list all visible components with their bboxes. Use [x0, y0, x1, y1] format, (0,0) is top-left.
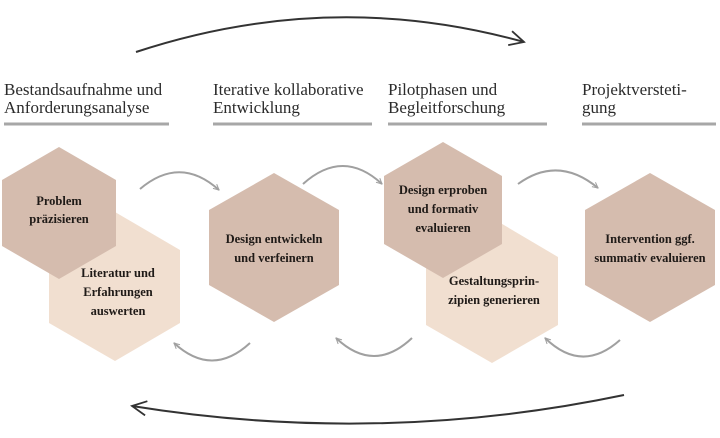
- phase-2-line2: Entwicklung: [213, 98, 300, 117]
- phase-heading-1: Bestandsaufnahme und Anforderungsanalyse: [4, 80, 169, 126]
- hex-intervention-line1: Intervention ggf.: [605, 232, 695, 246]
- arrow-forward-3: [517, 169, 598, 189]
- bottom-cycle-arrow: [132, 394, 625, 425]
- arrow-back-3: [545, 338, 621, 358]
- arrow-forward-2: [302, 165, 382, 184]
- phase-heading-4: Projektversteti- gung: [582, 80, 716, 126]
- phase-heading-3: Pilotphasen und Begleitforschung: [388, 80, 547, 126]
- hex-design-erproben-line1: Design erproben: [399, 183, 487, 197]
- hex-design-entwickeln-line1: Design entwickeln: [226, 232, 323, 246]
- hex-design-entwickeln: Design entwickeln und verfeinern: [209, 173, 339, 322]
- phase-2-line1: Iterative kollaborative: [213, 80, 364, 99]
- hex-problem: Problem präzisieren: [2, 147, 116, 279]
- phase-1-line1: Bestandsaufnahme und: [4, 80, 163, 99]
- hex-design-erproben-line3: evaluieren: [415, 221, 470, 235]
- phase-3-line2: Begleitforschung: [388, 98, 506, 117]
- arrow-back-1: [174, 343, 251, 362]
- hex-intervention-line2: summativ evaluieren: [594, 251, 705, 265]
- hex-gestaltung-line2: zipien generieren: [448, 293, 540, 307]
- arrow-forward-1: [139, 171, 219, 190]
- hex-literatur-line3: auswerten: [91, 304, 146, 318]
- hex-design-erproben: Design erproben und formativ evaluieren: [384, 142, 502, 278]
- phase-4-line1: Projektversteti-: [582, 80, 687, 99]
- arrow-back-2: [336, 338, 413, 357]
- hex-literatur-line2: Erfahrungen: [83, 285, 153, 299]
- phase-heading-2: Iterative kollaborative Entwicklung: [213, 80, 372, 126]
- hex-design-erproben-line2: und formativ: [408, 202, 479, 216]
- phase-4-line2: gung: [582, 98, 617, 117]
- hex-design-entwickeln-line2: und verfeinern: [234, 251, 314, 265]
- top-cycle-arrow: [135, 16, 524, 53]
- hex-problem-line2: präzisieren: [29, 212, 89, 226]
- hex-gestaltung-line1: Gestaltungsprin-: [449, 274, 539, 288]
- hex-literatur-line1: Literatur und: [81, 266, 155, 280]
- hex-problem-line1: Problem: [36, 194, 82, 208]
- hex-intervention: Intervention ggf. summativ evaluieren: [585, 173, 715, 322]
- phase-3-line1: Pilotphasen und: [388, 80, 498, 99]
- phase-1-line2: Anforderungsanalyse: [4, 98, 149, 117]
